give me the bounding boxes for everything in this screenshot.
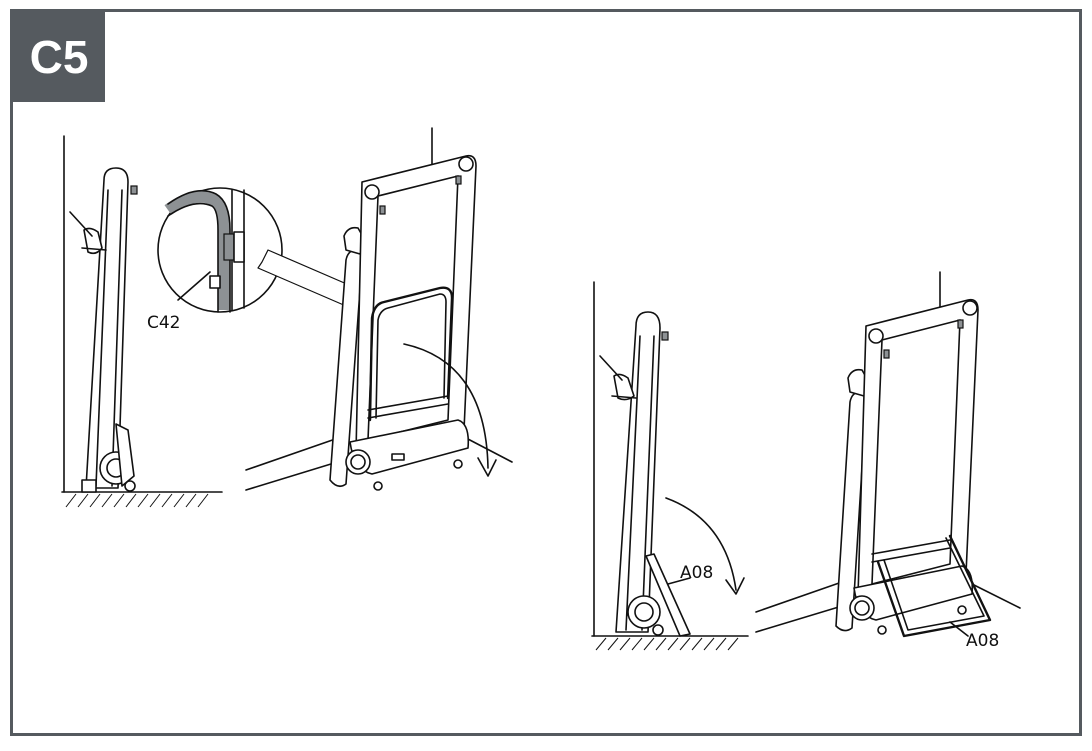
upright-treadmill-front — [245, 127, 513, 491]
upright-treadmill-with-support: A08 — [755, 271, 1021, 651]
side-view-with-support: A08 — [591, 281, 749, 651]
side-view-upright — [61, 135, 223, 508]
part-label-c42: C42 — [147, 313, 181, 333]
part-label-a08-side: A08 — [680, 563, 713, 583]
step-badge: C5 — [13, 12, 105, 102]
part-label-a08-front: A08 — [966, 631, 999, 651]
detail-magnifier: C42 — [147, 187, 283, 333]
